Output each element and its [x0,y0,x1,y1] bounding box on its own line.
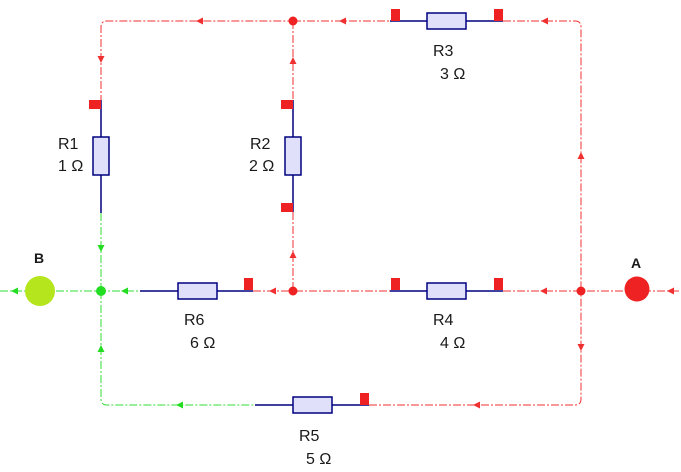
terminal-marker [360,393,369,405]
terminal-marker [391,278,400,290]
terminal-b-label: B [34,250,45,266]
r2-value: 2 Ω [249,158,275,175]
terminal-a[interactable] [624,276,650,302]
resistor-r1[interactable] [89,100,110,176]
r2-name: R2 [250,136,271,153]
r5-value: 5 Ω [306,451,332,468]
r4-name: R4 [433,312,454,329]
terminal-b[interactable] [25,276,55,306]
junction-node [288,286,298,296]
resistor-r6[interactable] [177,278,253,300]
terminal-marker [281,203,293,212]
terminal-marker [281,100,293,109]
terminal-marker [244,278,253,290]
resistor-r5[interactable] [292,393,369,414]
terminal-marker [494,278,503,290]
r3-name: R3 [433,43,454,60]
junction-node [288,16,298,26]
resistor-r3[interactable] [391,9,503,30]
arrow-left-icon [11,287,183,409]
r1-value: 1 Ω [58,158,84,175]
bottom-wire [255,291,582,406]
r1-name: R1 [58,136,79,153]
r6-name: R6 [184,312,205,329]
junction-node [96,286,106,296]
arrow-up-icon [97,57,585,352]
arrow-down-icon [97,56,585,351]
left-branch-wire [100,100,255,406]
terminal-marker [391,9,400,21]
r4-value: 4 Ω [440,335,466,352]
arrow-left-icon [196,17,674,409]
top-wire [100,20,582,291]
terminal-marker [89,100,101,109]
r3-value: 3 Ω [440,66,466,83]
r5-name: R5 [299,428,320,445]
r6-value: 6 Ω [190,335,216,352]
terminal-a-label: A [631,255,642,271]
resistor-r4[interactable] [391,278,503,300]
terminal-marker [494,9,503,21]
junction-node [576,286,586,296]
resistor-r2[interactable] [281,100,302,212]
